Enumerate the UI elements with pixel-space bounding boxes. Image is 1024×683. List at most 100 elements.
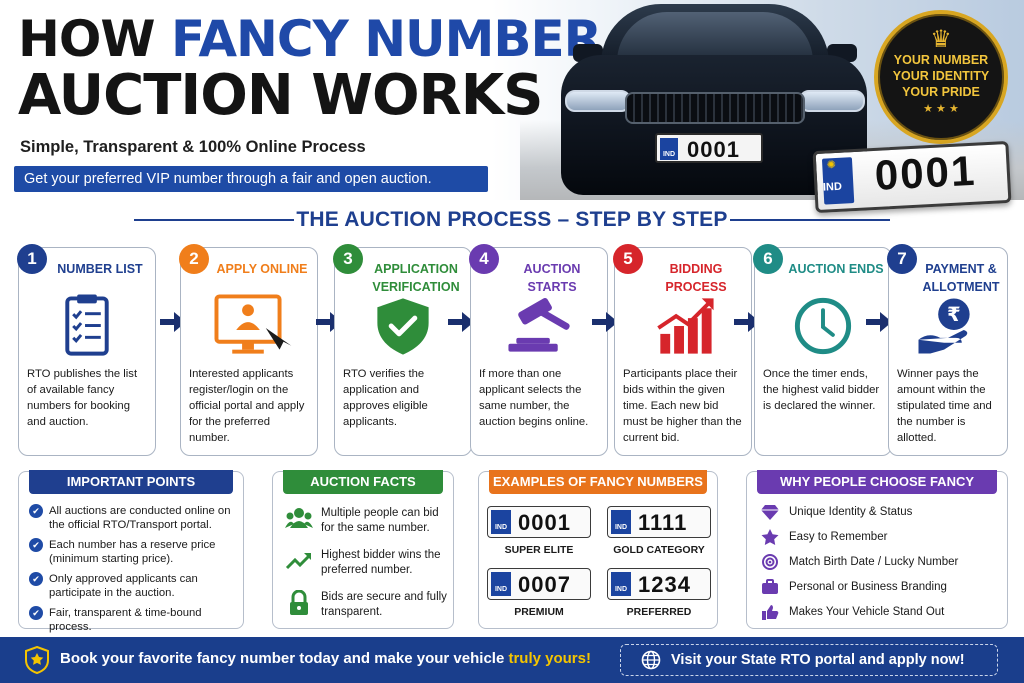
gavel-icon [508,297,570,352]
eu-stars-icon: ✺ [826,158,837,172]
plate-number: 1234 [638,572,691,597]
important-point-text: Each number has a reserve price (minimum… [49,539,216,565]
why-reason: Personal or Business Branding [761,579,1001,595]
step-card-auction-starts: 4 AUCTION STARTS If more than one applic… [469,244,608,456]
main-title-line-2: AUCTION WORKS [18,63,543,128]
rising-chart-icon [657,298,714,354]
auction-fact-text: Highest bidder wins the preferred number… [321,549,441,576]
plate-category: SUPER ELITE [504,544,574,556]
briefcase-icon [762,579,778,594]
subtitle: Simple, Transparent & 100% Online Proces… [20,138,366,156]
target-icon [762,554,778,570]
diamond-icon [761,505,779,520]
important-points-title: IMPORTANT POINTS [29,470,233,494]
check-icon: ✔ [29,538,43,552]
check-icon: ✔ [29,606,43,620]
thumbs-up-icon [762,605,779,620]
footer-banner: Book your favorite fancy number today an… [0,637,1024,683]
badge-line-2: YOUR IDENTITY [892,69,990,83]
plate-ind: IND [491,510,511,534]
svg-text:₹: ₹ [947,303,961,326]
step-title: NUMBER LIST [57,262,143,276]
plate-category: PREMIUM [514,606,564,618]
car-headlight-left [565,90,631,112]
arrow-right-icon [592,312,618,332]
footer-cta-text: Book your favorite fancy number today an… [60,650,509,667]
step-number-3: 3 [333,244,363,274]
footer-call-to-action: Book your favorite fancy number today an… [60,650,591,667]
plate-category: GOLD CATEGORY [613,544,705,556]
example-plate: IND 1111 [607,506,711,538]
step-description: Once the timer ends, the highest valid b… [763,368,880,412]
car-plate-number: 0001 [687,137,740,162]
important-point: ✔ All auctions are conducted online on t… [29,504,237,532]
why-reason: Makes Your Vehicle Stand Out [761,604,1001,620]
why-reason-text: Match Birth Date / Lucky Number [789,556,959,568]
hero-header: HOW FANCY NUMBER AUCTION WORKS Simple, T… [0,0,1024,200]
footer-cta-highlight: truly yours! [508,650,591,667]
main-title-line-1: HOW FANCY NUMBER [18,14,602,64]
step-number-4: 4 [469,244,499,274]
why-reason: Match Birth Date / Lucky Number [761,554,1001,570]
why-reason-text: Makes Your Vehicle Stand Out [789,606,945,618]
step-description: RTO publishes the list of available fanc… [27,368,138,428]
tagline-banner: Get your preferred VIP number through a … [14,166,488,192]
star-shield-icon [25,646,49,674]
auction-fact: Multiple people can bid for the same num… [285,506,447,536]
arrow-right-icon [734,312,760,332]
step-title: AUCTION ENDS [788,262,884,276]
why-reason: Easy to Remember [761,529,1001,545]
plate-ind: IND [611,510,631,534]
step-description: Winner pays the amount within the stipul… [897,368,992,444]
visit-rto-portal-box[interactable]: Visit your State RTO portal and apply no… [620,644,998,676]
crown-icon: ♛ [930,26,952,53]
check-icon: ✔ [29,504,43,518]
arrow-right-icon [160,312,186,332]
plate-number: 0007 [518,572,571,597]
why-reason: Unique Identity & Status [761,504,1001,520]
step-description: Participants place their bids within the… [623,368,742,444]
example-plate: IND 1234 [607,568,711,600]
step-card-apply-online: 2 APPLY ONLINE Interested applicants reg… [179,244,318,456]
arrow-right-icon [448,312,474,332]
car-grille [625,92,805,124]
step-number-5: 5 [613,244,643,274]
pride-badge: ♛ YOUR NUMBER YOUR IDENTITY YOUR PRIDE ★… [874,10,1008,144]
arrow-right-icon [866,312,892,332]
why-fancy-numbers-panel: WHY PEOPLE CHOOSE FANCY NUMBERS? Unique … [746,470,1008,629]
step-number-7: 7 [887,244,917,274]
step-title: APPLY ONLINE [216,262,308,276]
step-card-number-list: 1 NUMBER LIST RTO publishes the list of … [17,244,156,456]
plate-ind: IND [491,572,511,596]
star-icon [761,529,779,545]
check-icon: ✔ [29,572,43,586]
auction-fact: Highest bidder wins the preferred number… [285,548,447,578]
clipboard-checklist-icon [65,294,109,356]
why-reason-text: Easy to Remember [789,531,888,543]
fancy-number-examples-panel: EXAMPLES OF FANCY NUMBERS IND 0001 SUPER… [478,470,718,629]
plate-ind: IND [611,572,631,596]
title-how: HOW [18,10,156,68]
important-point: ✔ Fair, transparent & time-bound process… [29,606,237,634]
car-number-plate: IND 0001 [655,133,763,163]
auction-fact-text: Multiple people can bid for the same num… [321,507,439,534]
auction-fact: Bids are secure and fully transparent. [285,590,447,620]
step-card-application-verification: 3 APPLICATION VERIFICATION RTO verifies … [333,244,472,456]
large-number-plate: ✺ IND 0001 [812,140,1012,214]
why-title: WHY PEOPLE CHOOSE FANCY NUMBERS? [757,470,997,513]
big-plate-ind: IND [822,180,843,194]
auction-facts-title: AUCTION FACTS [283,470,443,494]
globe-icon [641,650,661,670]
padlock-icon [290,590,308,615]
step-description: If more than one applicant selects the s… [479,368,589,428]
step-number-2: 2 [179,244,209,274]
important-point: ✔ Each number has a reserve price (minim… [29,538,237,566]
plate-number: 1111 [638,510,688,535]
plate-number: 0001 [518,510,571,535]
important-point: ✔ Only approved applicants can participa… [29,572,237,600]
badge-line-1: YOUR NUMBER [893,53,989,67]
step-card-payment-allotment: 7 PAYMENT & ALLOTMENT ₹ Winner pays the … [887,244,1008,456]
important-point-text: All auctions are conducted online on the… [49,505,231,531]
clock-icon [794,297,852,355]
important-points-panel: IMPORTANT POINTS ✔ All auctions are cond… [18,470,244,633]
